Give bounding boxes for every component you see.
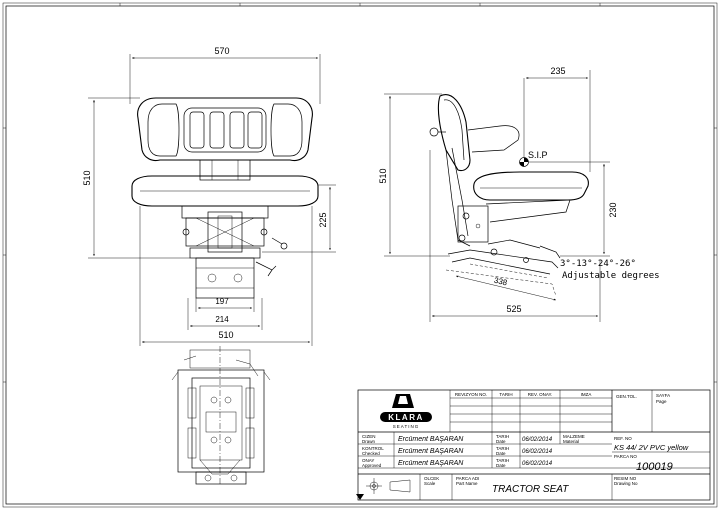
rev-no-header: REVIZYON NO. [455,392,487,397]
dim-width-bottom: 510 [218,330,233,340]
material-label-tr: MALZEME [563,434,585,439]
part-no-value: 100019 [636,461,673,473]
dim-base-outer: 214 [215,315,229,324]
adjust-label: Adjustable degrees [562,271,660,281]
sip-label: S.I.P [528,150,548,160]
center-mark-icon [356,494,364,500]
sign-header: IMZA [581,392,592,397]
dim-sip-height: 230 [608,202,618,217]
date-label-en-3: Date [496,463,506,468]
date-label-tr-1: TARIH [496,434,509,439]
sheet-label-en: Page [656,399,667,404]
drawing-no-label-en: Drawing No [614,481,638,486]
dim-top: 235 [550,66,565,76]
drawn-person: Ercüment BAŞARAN [398,436,464,443]
dim-base-inner: 197 [215,297,229,306]
approved-label-tr: ONAY [362,458,374,463]
date-label-tr-2: TARIH [496,446,509,451]
dim-width-top: 570 [214,46,229,56]
part-name-value: TRACTOR SEAT [492,484,569,495]
checked-label-tr: KONTROL [362,446,384,451]
ref-value: KS 44/ 2V PVC yellow [614,443,689,452]
dim-lower-height: 225 [318,212,328,227]
drawn-label-tr: CIZEN [362,434,376,439]
klara-logo: KLARA SEATING [380,394,432,429]
sheet-label-tr: SAYFA [656,393,670,398]
side-view: S.I.P 235 510 230 338 525 3°-13°-24°-26°… [378,66,660,322]
dim-depth: 525 [506,304,521,314]
material-label-en: Material [563,439,579,444]
part-no-label: PARCA NO [614,454,637,459]
scale-label-tr: OLCEK [424,476,439,481]
checked-person: Ercüment BAŞARAN [398,448,464,455]
approved-person: Ercüment BAŞARAN [398,460,464,467]
dim-height: 510 [82,170,92,185]
angles-label: 3°-13°-24°-26° [560,259,636,269]
dim-slide: 338 [493,276,509,288]
drawn-label-en: Drawn [362,439,376,444]
bottom-view [171,346,271,486]
drawing-no-label-tr: RESIM NO [614,476,637,481]
dim-side-height: 510 [378,168,388,183]
scale-label-en: Scale [424,481,436,486]
title-block: REVIZYON NO. TARIH REV. ONAY. IMZA GEN.T… [357,389,711,501]
logo-brand: KLARA [388,413,424,422]
rev-approval-header: REV. ONAY. [528,392,552,397]
date-label-en-2: Date [496,451,506,456]
date-label-en-1: Date [496,439,506,444]
logo-sub: SEATING [393,424,419,429]
part-name-label-en: Part Name [456,481,478,486]
checked-date: 06/02/2014 [522,449,553,455]
ref-no-label: REF. NO [614,436,632,441]
projection-symbol-icon [366,478,411,494]
approved-label-en: Approved [362,463,382,468]
checked-label-en: Checked [362,451,380,456]
gen-tol-label: GEN.TOL. [616,394,637,399]
date-label-tr-3: TARIH [496,458,509,463]
part-name-label-tr: PARCA ADI [456,476,479,481]
front-view: 570 510 225 197 214 510 [82,46,336,346]
drawn-date: 06/02/2014 [522,437,553,443]
approved-date: 06/02/2014 [522,461,553,467]
date-header: TARIH [499,392,512,397]
